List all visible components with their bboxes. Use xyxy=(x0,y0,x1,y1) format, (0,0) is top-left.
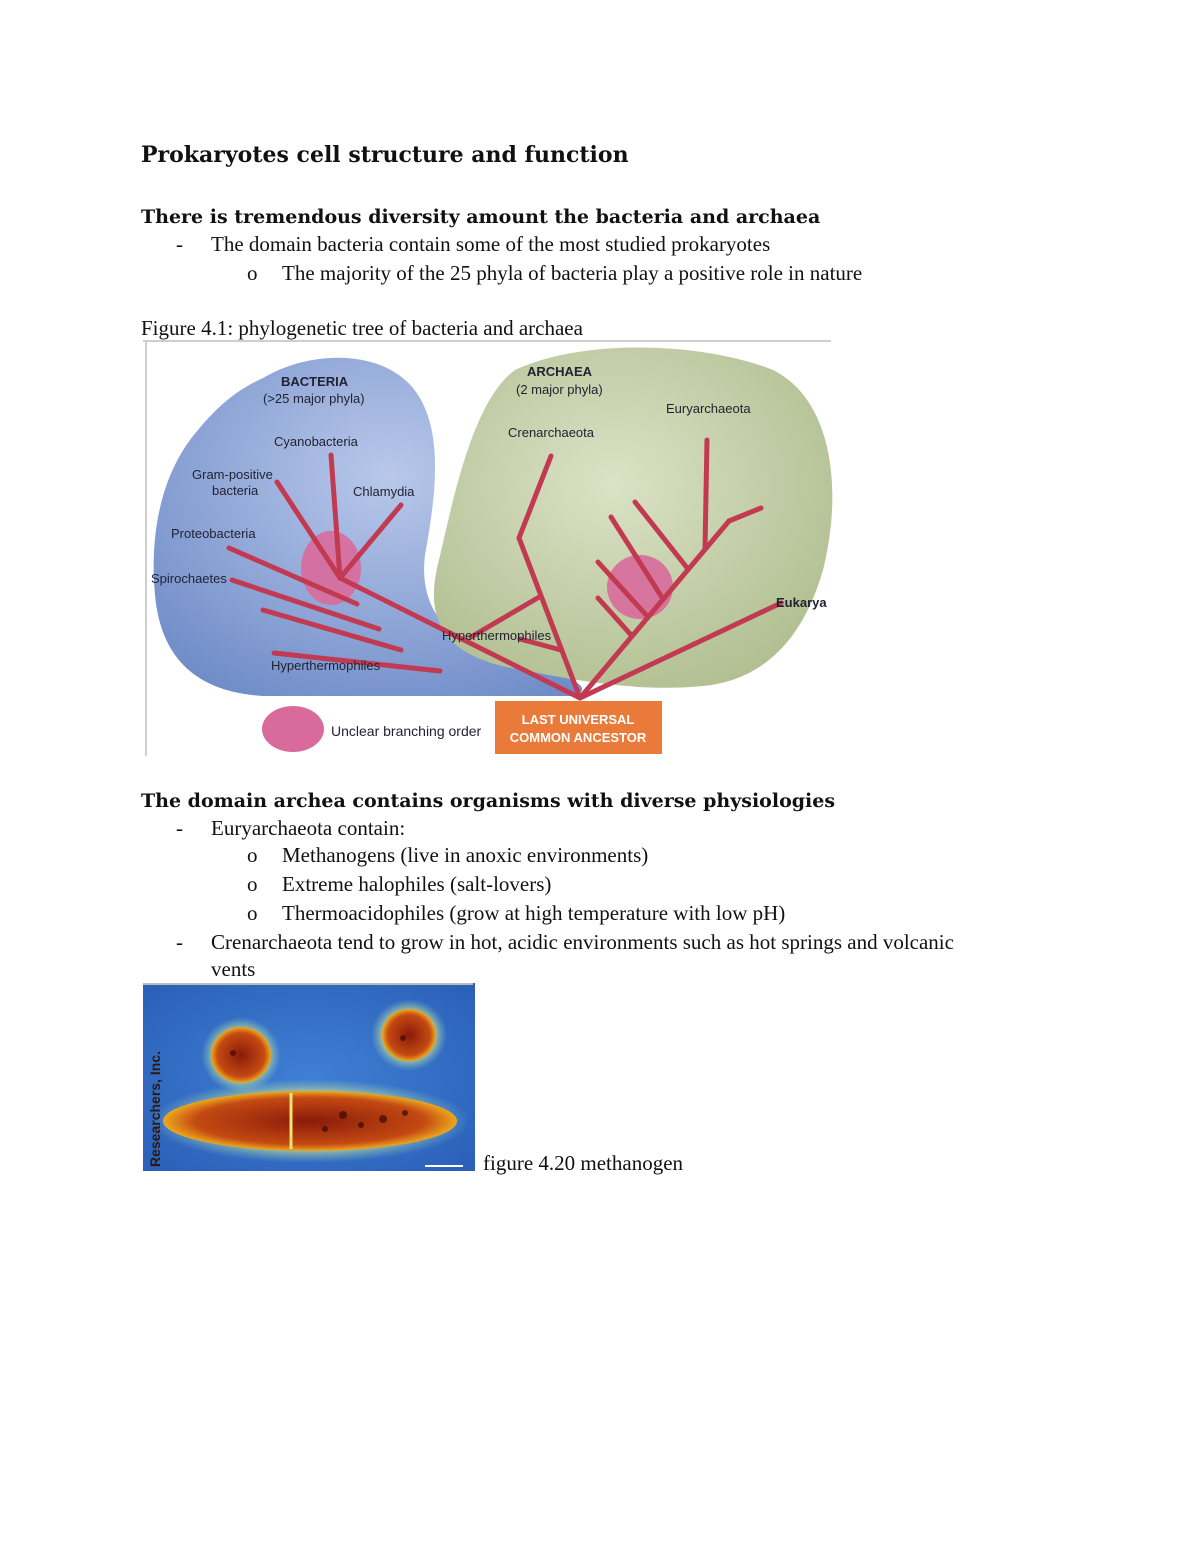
methanogen-micrograph: Researchers, Inc. xyxy=(143,983,475,1171)
legend-unclear-label: Unclear branching order xyxy=(331,723,482,739)
bacteria-title: BACTERIA xyxy=(281,374,349,389)
bacteria-region xyxy=(153,357,583,696)
archaea-subtitle: (2 major phyla) xyxy=(516,382,603,397)
label-euryarchaeota: Euryarchaeota xyxy=(666,401,751,416)
label-hyperthermophiles-bacteria: Hyperthermophiles xyxy=(271,658,381,673)
label-gram-positive-2: bacteria xyxy=(212,483,259,498)
bullet-text: The domain bacteria contain some of the … xyxy=(211,232,771,256)
label-spirochaetes: Spirochaetes xyxy=(151,571,227,586)
sub-bullet-text: Extreme halophiles (salt-lovers) xyxy=(282,872,552,896)
sub-bullet-marker: o xyxy=(247,261,258,285)
bacteria-subtitle: (>25 major phyla) xyxy=(263,391,365,406)
label-cyanobacteria: Cyanobacteria xyxy=(274,434,359,449)
page-title: Prokaryotes cell structure and function xyxy=(141,142,629,168)
sub-bullet-text: Methanogens (live in anoxic environments… xyxy=(282,843,649,867)
bullet-text: Euryarchaeota contain: xyxy=(211,816,406,840)
bullet-marker: - xyxy=(176,816,183,840)
sub-bullet-text: Thermoacidophiles (grow at high temperat… xyxy=(282,901,786,925)
label-chlamydia: Chlamydia xyxy=(353,484,415,499)
label-crenarchaeota: Crenarchaeota xyxy=(508,425,595,440)
section-heading-diversity: There is tremendous diversity amount the… xyxy=(141,206,821,228)
luca-label-line2: COMMON ANCESTOR xyxy=(510,730,647,745)
section-heading-archaea: The domain archea contains organisms wit… xyxy=(141,790,836,812)
luca-label-line1: LAST UNIVERSAL xyxy=(522,712,635,727)
bullet-marker: - xyxy=(176,232,183,256)
label-proteobacteria: Proteobacteria xyxy=(171,526,256,541)
coccus-cell xyxy=(211,1027,271,1083)
image-credit: Researchers, Inc. xyxy=(147,1051,163,1167)
coccus-cell xyxy=(382,1009,436,1061)
luca-box xyxy=(495,701,662,754)
sub-bullet-marker: o xyxy=(247,843,258,867)
bullet-text: Crenarchaeota tend to grow in hot, acidi… xyxy=(211,930,954,954)
figure-caption-phylogenetic-tree: Figure 4.1: phylogenetic tree of bacteri… xyxy=(141,316,583,340)
tree-branches xyxy=(226,437,784,701)
unclear-branching-blob-archaea xyxy=(607,555,673,619)
figure-caption-methanogen: figure 4.20 methanogen xyxy=(483,1151,684,1175)
label-eukarya: Eukarya xyxy=(776,595,827,610)
archaea-title: ARCHAEA xyxy=(527,364,593,379)
sub-bullet-marker: o xyxy=(247,872,258,896)
label-hyperthermophiles-archaea: Hyperthermophiles xyxy=(442,628,552,643)
rod-cell xyxy=(163,1091,457,1151)
bullet-marker: - xyxy=(176,930,183,954)
label-gram-positive: Gram-positive xyxy=(192,467,273,482)
phylogenetic-tree-figure: BACTERIA (>25 major phyla) Cyanobacteria… xyxy=(143,340,833,756)
sub-bullet-marker: o xyxy=(247,901,258,925)
legend-unclear-blob xyxy=(262,706,324,752)
sub-bullet-text: The majority of the 25 phyla of bacteria… xyxy=(282,261,863,285)
bullet-text-continuation: vents xyxy=(211,957,256,981)
